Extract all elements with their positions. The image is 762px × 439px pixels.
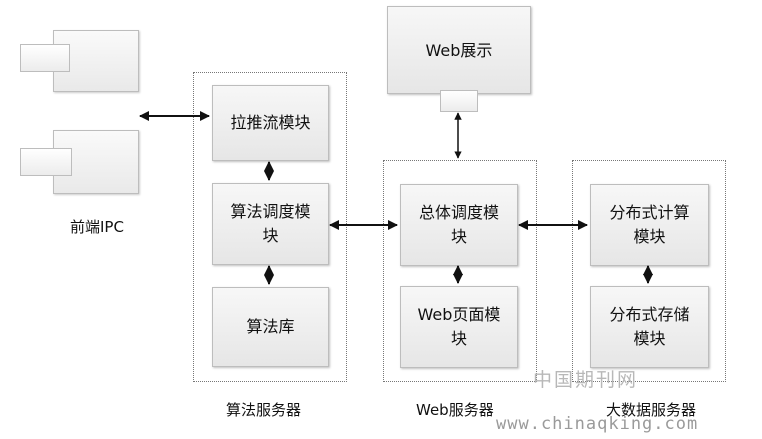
module-distributed-computing-label: 分布式计算 模块 — [609, 203, 690, 246]
algorithm-server-label: 算法服务器 — [226, 401, 302, 419]
watermark-title: 中国期刊网 — [533, 369, 639, 391]
module-web-page-label: Web页面模 块 — [417, 305, 501, 348]
module-distributed-computing: 分布式计算 模块 — [590, 184, 709, 266]
front-ipc-label: 前端IPC — [70, 218, 124, 236]
module-algorithm-library-label: 算法库 — [246, 317, 295, 336]
module-push-pull-stream-label: 拉推流模块 — [230, 113, 311, 132]
watermark-url: www.chinaqking.com — [496, 414, 699, 434]
bigdata-server-label: 大数据服务器 — [606, 401, 697, 419]
module-algorithm-scheduling-label: 算法调度模 块 — [230, 202, 311, 245]
front-ipc-device-1-tab — [20, 44, 70, 72]
web-display-label: Web展示 — [425, 41, 493, 60]
module-algorithm-scheduling: 算法调度模 块 — [212, 183, 329, 265]
module-distributed-storage: 分布式存储 模块 — [590, 286, 709, 368]
module-algorithm-library: 算法库 — [212, 287, 329, 367]
module-web-page: Web页面模 块 — [400, 286, 518, 368]
front-ipc-device-2-tab — [20, 148, 72, 176]
module-overall-scheduling-label: 总体调度模 块 — [418, 203, 499, 246]
web-display-connector — [440, 90, 478, 112]
module-push-pull-stream: 拉推流模块 — [212, 85, 329, 161]
module-distributed-storage-label: 分布式存储 模块 — [609, 305, 690, 348]
module-overall-scheduling: 总体调度模 块 — [400, 184, 518, 266]
web-server-label: Web服务器 — [416, 401, 494, 419]
